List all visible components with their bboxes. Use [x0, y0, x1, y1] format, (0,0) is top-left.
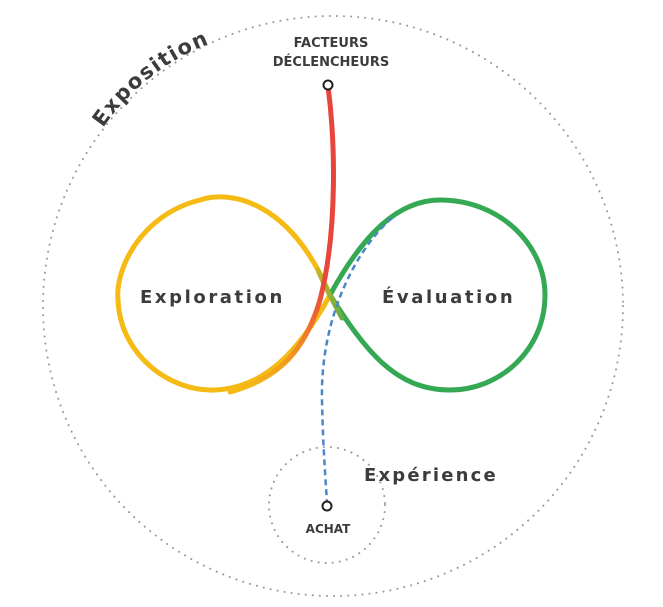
- exposition-label: Exposition: [88, 26, 213, 131]
- triggers-label-line1: FACTEURS: [294, 36, 369, 51]
- exposition-circle: [42, 15, 624, 597]
- exploration-loop: [115, 194, 333, 393]
- trigger-path: [227, 83, 336, 395]
- experience-circle: [268, 446, 386, 564]
- evaluation-label: Évaluation: [382, 286, 515, 308]
- exploration-label: Exploration: [140, 287, 285, 308]
- purchase-node: [321, 500, 333, 512]
- evaluation-loop: [327, 197, 548, 393]
- experience-label: Expérience: [364, 465, 498, 486]
- purchase-label: ACHAT: [306, 522, 351, 536]
- purchase-path: [320, 217, 393, 504]
- triggers-label-line2: DÉCLENCHEURS: [273, 54, 390, 70]
- trigger-node: [322, 79, 334, 91]
